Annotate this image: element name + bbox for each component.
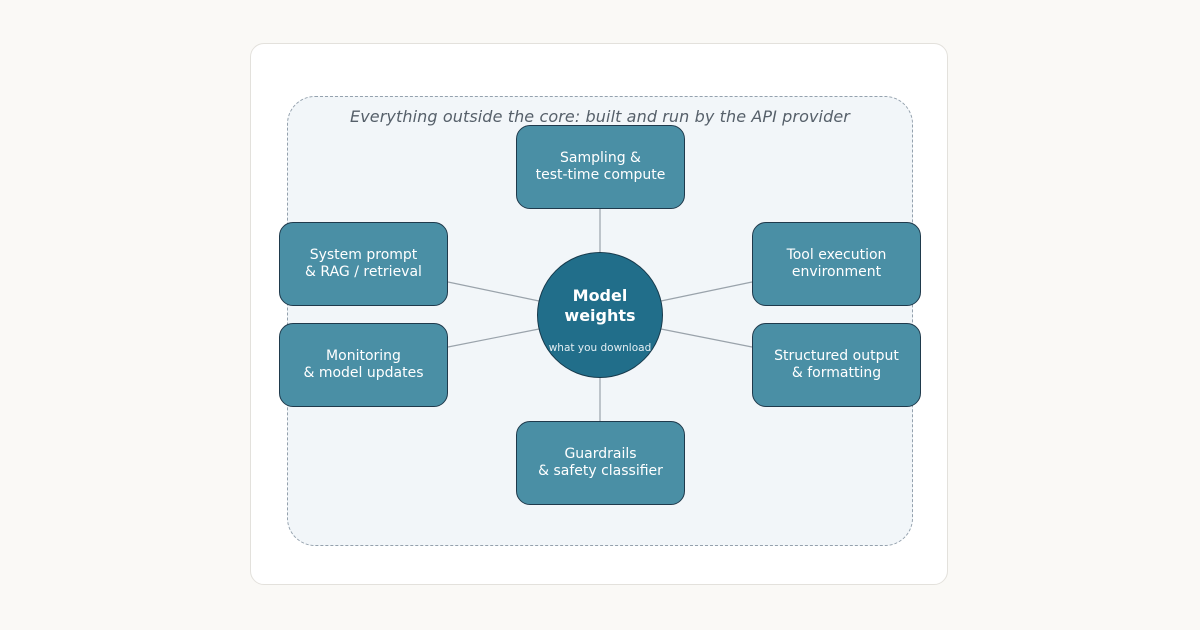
node-sampling: Sampling & test-time compute — [516, 125, 685, 209]
connector-tool-execution — [660, 281, 753, 302]
core-subtitle: what you download — [548, 342, 652, 354]
node-tool-execution: Tool execution environment — [752, 222, 921, 306]
connector-structured-output — [660, 328, 753, 348]
connector-monitoring — [447, 328, 540, 348]
core-model-weights: Model weights what you download — [537, 252, 663, 378]
node-monitoring: Monitoring & model updates — [279, 323, 448, 407]
node-structured-output: Structured output & formatting — [752, 323, 921, 407]
region-caption: Everything outside the core: built and r… — [350, 107, 850, 126]
core-title: Model weights — [564, 286, 636, 325]
node-guardrails: Guardrails & safety classifier — [516, 421, 685, 505]
connector-system-prompt — [447, 281, 540, 302]
node-system-prompt: System prompt & RAG / retrieval — [279, 222, 448, 306]
